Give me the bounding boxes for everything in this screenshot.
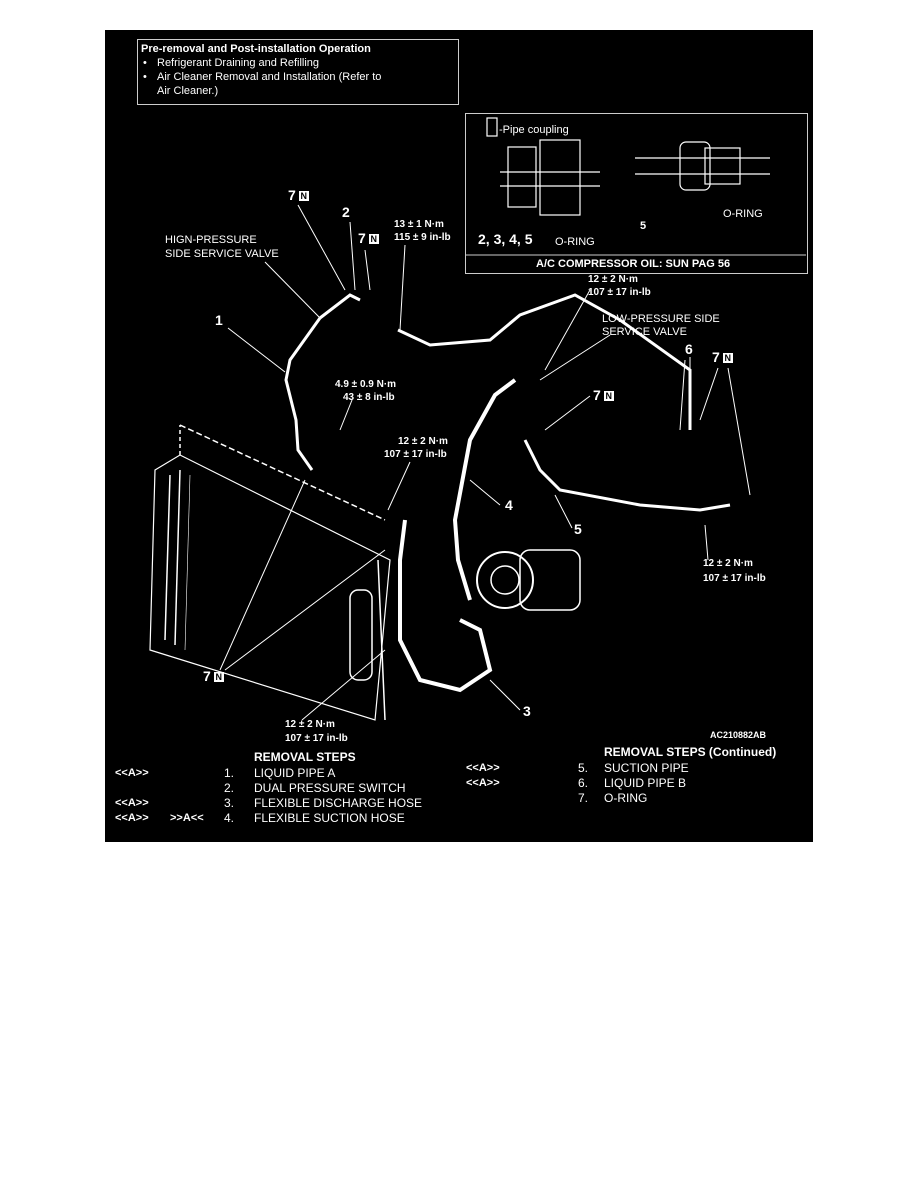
torque-label: 4.9 ± 0.9 N·m: [335, 379, 397, 390]
torque-label: 115 ± 9 in-lb: [394, 232, 451, 243]
info-item: Air Cleaner Removal and Installation (Re…: [157, 71, 382, 83]
high-pressure-valve-label: SIDE SERVICE VALVE: [165, 248, 279, 260]
step-ref: <<A>>: [466, 777, 500, 789]
new-part-icon: N: [722, 353, 733, 363]
step-label: DUAL PRESSURE SWITCH: [254, 781, 406, 795]
callout-2: 2: [342, 204, 350, 220]
info-item: Refrigerant Draining and Refilling: [157, 57, 320, 69]
step-install-ref: >>A<<: [170, 812, 204, 824]
removal-steps-continued-heading: REMOVAL STEPS (Continued): [604, 745, 777, 759]
callout-4: 4: [505, 497, 513, 513]
step-ref: <<A>>: [466, 762, 500, 774]
info-item: Air Cleaner.): [157, 85, 219, 97]
torque-label: 107 ± 17 in-lb: [703, 573, 766, 584]
pipe-coupling-label: -Pipe coupling: [499, 124, 569, 136]
inset-coupling-drawings: [486, 117, 770, 216]
removal-steps-heading: REMOVAL STEPS: [254, 750, 356, 764]
torque-label: 13 ± 1 N·m: [394, 219, 444, 230]
step-label: FLEXIBLE SUCTION HOSE: [254, 811, 405, 825]
flexible-discharge-hose: [398, 519, 493, 693]
step-number: 2.: [224, 781, 235, 795]
torque-label: 12 ± 2 N·m: [588, 274, 638, 285]
suction-pipe: [523, 439, 731, 512]
bullet-icon: •: [143, 57, 147, 69]
step-number: 5.: [578, 761, 589, 775]
liquid-pipe-a: [284, 317, 322, 471]
step-label: FLEXIBLE DISCHARGE HOSE: [254, 796, 423, 810]
bullet-icon: •: [143, 71, 147, 83]
torque-label: 107 ± 17 in-lb: [285, 733, 348, 744]
callout-1: 1: [215, 312, 223, 328]
new-part-icon: N: [298, 191, 309, 201]
torque-label: 12 ± 2 N·m: [398, 436, 448, 447]
inset-oring-label-right: O-RING: [723, 208, 763, 220]
low-pressure-valve-label: LOW-PRESSURE SIDE: [602, 313, 720, 325]
step-ref: <<A>>: [115, 767, 149, 779]
compressor-oil-note: A/C COMPRESSOR OIL: SUN PAG 56: [536, 258, 731, 270]
callout-3: 3: [523, 703, 531, 719]
torque-label: 107 ± 17 in-lb: [588, 287, 651, 298]
pre-removal-info-box: [137, 39, 459, 105]
condenser-drawing: [149, 424, 391, 721]
inset-part-5: 5: [640, 220, 647, 232]
new-part-icon: N: [368, 234, 379, 244]
callout-6: 6: [685, 341, 693, 357]
step-number: 6.: [578, 776, 589, 790]
step-number: 1.: [224, 766, 235, 780]
figure-id: AC210882AB: [710, 730, 767, 740]
torque-label: 12 ± 2 N·m: [285, 719, 335, 730]
torque-label: 12 ± 2 N·m: [703, 558, 753, 569]
step-label: SUCTION PIPE: [604, 761, 689, 775]
compressor-drawing: [476, 549, 581, 611]
inset-parts-label: 2, 3, 4, 5: [478, 231, 533, 247]
step-ref: <<A>>: [115, 812, 149, 824]
step-number: 3.: [224, 796, 235, 810]
step-number: 7.: [578, 791, 589, 805]
low-pressure-valve-label: SERVICE VALVE: [602, 326, 687, 338]
step-label: O-RING: [604, 791, 648, 805]
step-number: 4.: [224, 811, 235, 825]
new-part-icon: N: [213, 672, 224, 682]
torque-label: 107 ± 17 in-lb: [384, 449, 447, 460]
step-label: LIQUID PIPE B: [604, 776, 687, 790]
high-pressure-valve-label: HIGN-PRESSURE: [165, 234, 257, 246]
torque-label: 43 ± 8 in-lb: [343, 392, 395, 403]
step-ref: <<A>>: [115, 797, 149, 809]
callout-5: 5: [574, 521, 582, 537]
diagram-panel: [105, 30, 813, 842]
coupling-inset-box: [465, 113, 808, 274]
step-label: LIQUID PIPE A: [254, 766, 336, 780]
inset-oring-label: O-RING: [555, 236, 595, 248]
info-box-title: Pre-removal and Post-installation Operat…: [141, 43, 371, 55]
flexible-suction-hose: [452, 378, 517, 601]
liquid-pipe-b: [397, 293, 692, 430]
new-part-icon: N: [603, 391, 614, 401]
